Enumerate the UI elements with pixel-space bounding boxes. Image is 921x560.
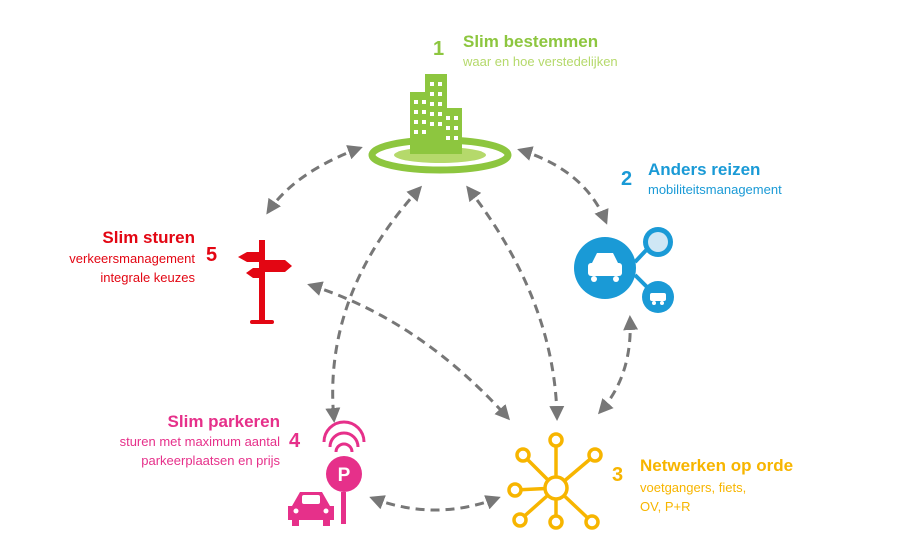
svg-text:P: P bbox=[338, 465, 351, 486]
node-4-number: 4 bbox=[289, 430, 301, 452]
node-3-subtitle-line-1: voetgangers, fiets, bbox=[640, 480, 747, 495]
arrow-2-3 bbox=[598, 315, 639, 415]
signpost-icon bbox=[238, 240, 292, 324]
node-1-title: Slim bestemmen bbox=[463, 32, 599, 51]
connection-arrows bbox=[266, 145, 639, 512]
car-search-icon bbox=[574, 227, 674, 313]
arrow-4-3 bbox=[369, 495, 501, 512]
arrow-1-5 bbox=[266, 145, 363, 215]
arrow-5-3 bbox=[307, 281, 511, 421]
node-1-subtitle: waar en hoe verstedelijken bbox=[463, 54, 618, 69]
node-2-number: 2 bbox=[621, 168, 633, 190]
node-5-subtitle-line-2: integrale keuzes bbox=[100, 270, 195, 285]
city-buildings-icon bbox=[368, 74, 512, 174]
network-nodes-icon bbox=[507, 432, 603, 530]
node-5-subtitle-line-1: verkeersmanagement bbox=[69, 251, 195, 266]
arrow-1-3 bbox=[466, 185, 565, 421]
arrow-1-4 bbox=[325, 185, 423, 423]
arrow-1-2 bbox=[517, 146, 609, 225]
node-2-subtitle: mobiliteitsmanagement bbox=[648, 182, 782, 197]
node-2-title: Anders reizen bbox=[648, 160, 761, 179]
parking-car-icon: P bbox=[288, 420, 366, 526]
node-1-number: 1 bbox=[433, 38, 445, 60]
node-4-subtitle-line-2: parkeerplaatsen en prijs bbox=[141, 453, 280, 468]
node-5-title: Slim sturen bbox=[102, 228, 195, 247]
node-4-title: Slim parkeren bbox=[167, 412, 280, 431]
node-4-subtitle-line-1: sturen met maximum aantal bbox=[119, 434, 280, 449]
node-5-number: 5 bbox=[206, 244, 218, 266]
node-3-title: Netwerken op orde bbox=[640, 456, 794, 475]
node-3-subtitle-line-2: OV, P+R bbox=[640, 499, 691, 514]
node-3-number: 3 bbox=[612, 464, 624, 486]
